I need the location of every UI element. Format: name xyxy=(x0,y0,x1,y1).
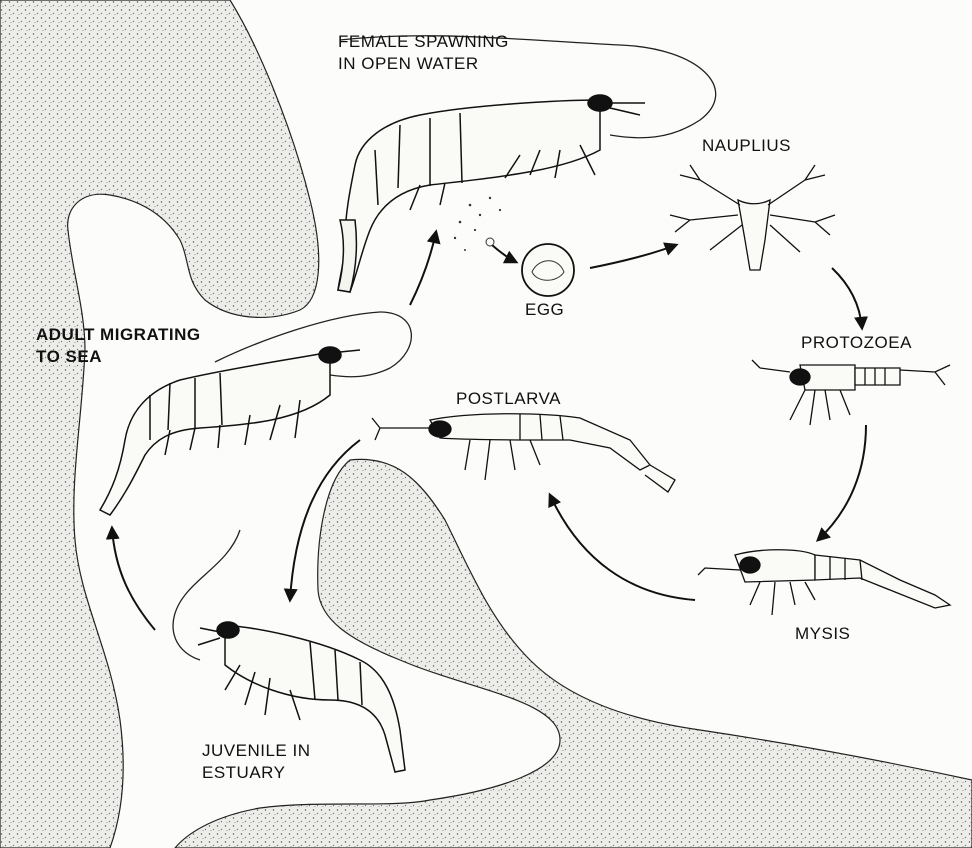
postlarva-illustration xyxy=(372,414,675,492)
protozoea-illustration xyxy=(752,360,950,425)
arrow-juvenile-to-adult xyxy=(112,528,155,630)
adult-shrimp-illustration xyxy=(100,347,360,515)
arrow-nauplius-to-protozoea xyxy=(832,268,862,328)
spawned-eggs-dots xyxy=(454,197,501,251)
label-juvenile-line2: ESTUARY xyxy=(202,763,286,783)
arrow-protozoea-to-mysis xyxy=(818,425,866,540)
label-adult-migrating-line2: TO SEA xyxy=(36,347,102,367)
mysis-illustration xyxy=(698,550,950,615)
label-female-spawning-line1: FEMALE SPAWNING xyxy=(338,32,509,52)
label-mysis: MYSIS xyxy=(795,624,850,644)
label-nauplius: NAUPLIUS xyxy=(702,136,791,156)
female-shrimp-illustration xyxy=(338,95,645,292)
label-adult-migrating-line1: ADULT MIGRATING xyxy=(36,325,201,345)
label-female-spawning-line2: IN OPEN WATER xyxy=(338,54,479,74)
nauplius-illustration xyxy=(670,165,835,270)
label-protozoea: PROTOZOEA xyxy=(801,333,912,353)
arrow-spawn-to-egg xyxy=(492,245,516,262)
egg-illustration xyxy=(522,244,574,296)
label-juvenile-line1: JUVENILE IN xyxy=(202,741,310,761)
arrow-egg-to-nauplius xyxy=(590,245,676,268)
label-egg: EGG xyxy=(525,300,564,320)
arrow-adult-to-female xyxy=(410,232,436,305)
arrow-mysis-to-postlarva xyxy=(550,495,695,600)
label-postlarva: POSTLARVA xyxy=(456,389,561,409)
